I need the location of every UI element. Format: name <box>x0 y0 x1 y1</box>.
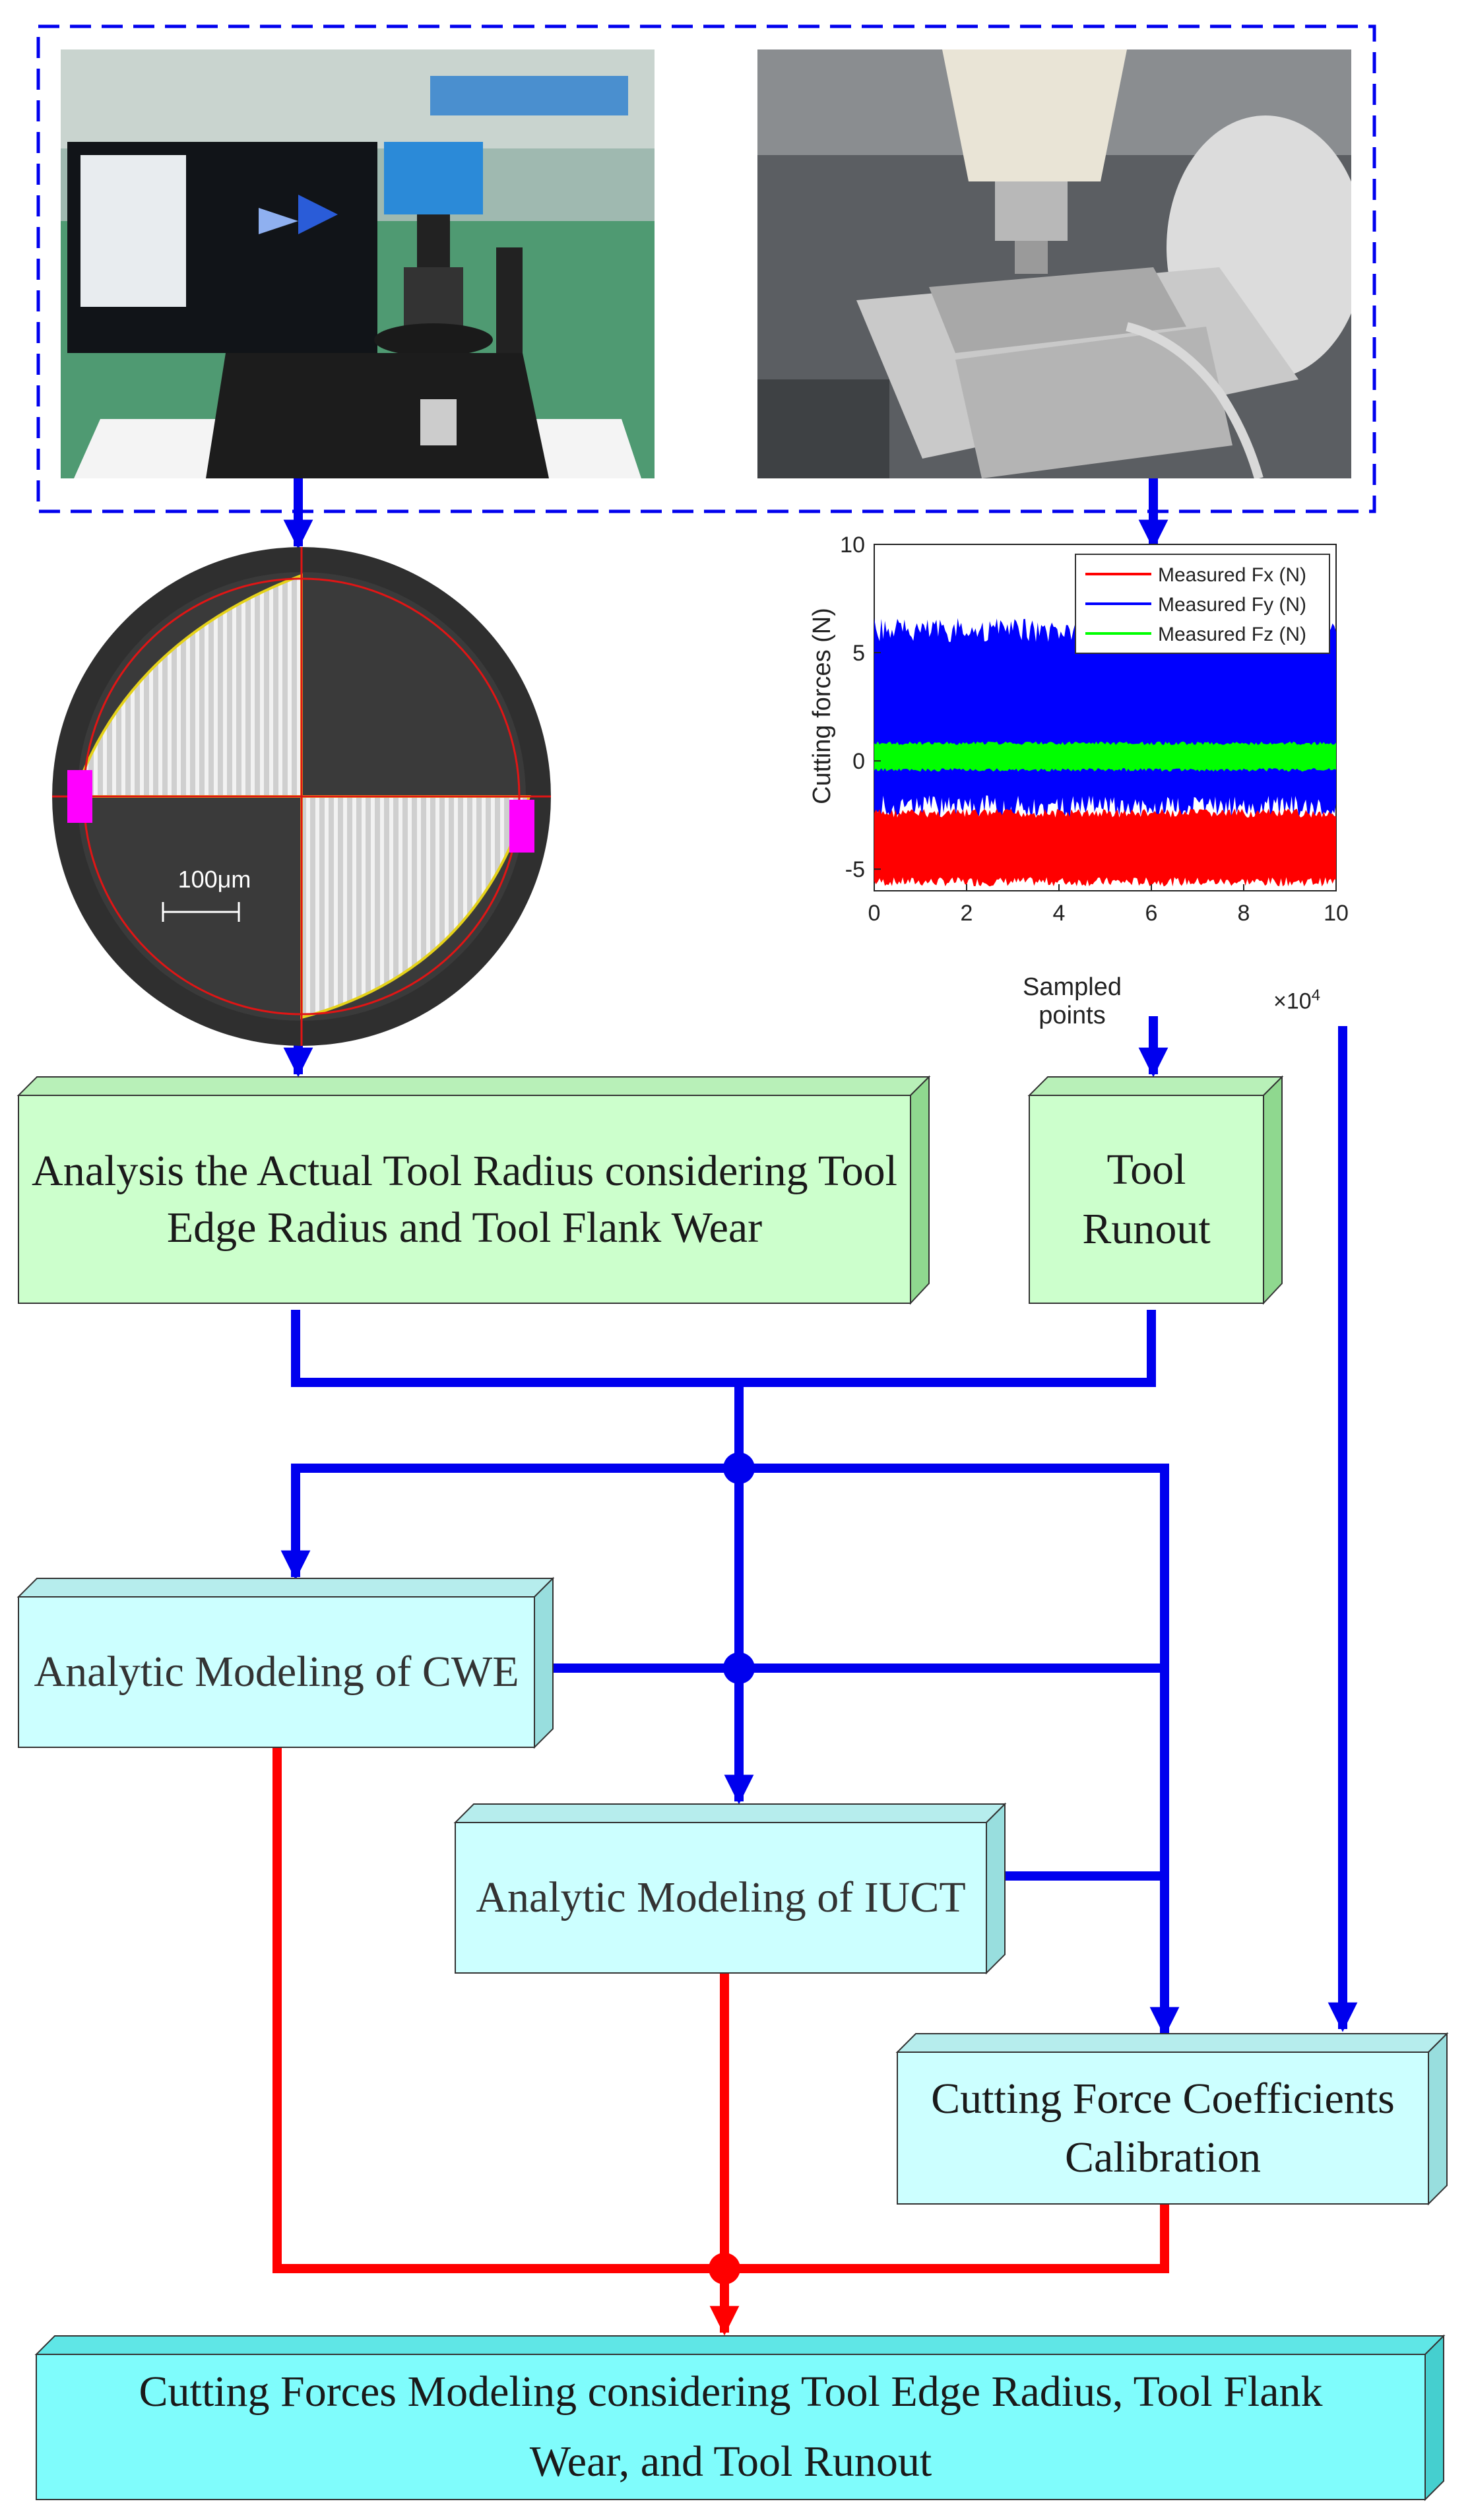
x-tick-label-4: 4 <box>1053 901 1066 926</box>
arrow-to-calibration <box>739 1464 1180 2037</box>
x-tick-label-2: 2 <box>961 901 973 926</box>
final-model-label: Cutting Forces Modeling considering Tool… <box>139 2368 1323 2486</box>
actual-radius-box <box>16 1075 931 1305</box>
y-tick-label-0: 0 <box>852 749 865 774</box>
tool-runout-label: Tool Runout <box>1082 1146 1211 1253</box>
cwe-label: Analytic Modeling of CWE <box>34 1648 519 1696</box>
final-model-box <box>34 2334 1446 2502</box>
microscope-photo <box>61 49 655 478</box>
legend-label-1: Measured Fy (N) <box>1158 594 1306 616</box>
tool-runout-box <box>1027 1075 1284 1305</box>
series-band-measured-fx-n <box>874 808 1336 887</box>
chart-x-axis-label: Sampled points <box>1023 973 1122 1029</box>
y-tick-label--5: -5 <box>845 857 865 882</box>
legend-label-0: Measured Fx (N) <box>1158 564 1306 586</box>
junction-dot-red <box>709 2253 740 2284</box>
iuct-label: Analytic Modeling of IUCT <box>476 1873 966 1922</box>
x-tick-label-10: 10 <box>1324 901 1349 926</box>
series-band-measured-fz-n <box>874 741 1336 772</box>
cwe-box <box>16 1576 555 1749</box>
cutting-force-chart: Measured Fx (N) Measured Fy (N) Measured F… <box>840 533 1349 926</box>
x-tick-label-8: 8 <box>1238 901 1250 926</box>
junction-dot-middle <box>723 1652 755 1684</box>
calibration-label: Cutting Force Coefficients Calibration <box>931 2074 1395 2181</box>
actual-radius-label: Analysis the Actual Tool Radius consider… <box>32 1146 897 1252</box>
y-tick-label-10: 10 <box>840 533 865 558</box>
x-tick-label-0: 0 <box>868 901 881 926</box>
legend-label-2: Measured Fz (N) <box>1158 624 1306 645</box>
y-tick-label-5: 5 <box>852 641 865 666</box>
chart-y-axis-label: Cutting forces (N) <box>808 608 836 804</box>
arrow-to-cwe <box>280 1464 739 1580</box>
iuct-box <box>453 1802 1007 1975</box>
scale-bar-label: 100μm <box>177 866 251 893</box>
photo-group-dashed-frame <box>36 24 1376 513</box>
flank-wear-micrograph <box>52 547 551 1046</box>
junction-dot-upper <box>723 1452 755 1484</box>
chart-x-multiplier: ×104 <box>1273 986 1321 1014</box>
x-tick-label-6: 6 <box>1145 901 1158 926</box>
machine-tool-photo <box>757 49 1351 478</box>
merge-line-radius-runout <box>291 1310 1156 1387</box>
calibration-box <box>895 2032 1449 2206</box>
